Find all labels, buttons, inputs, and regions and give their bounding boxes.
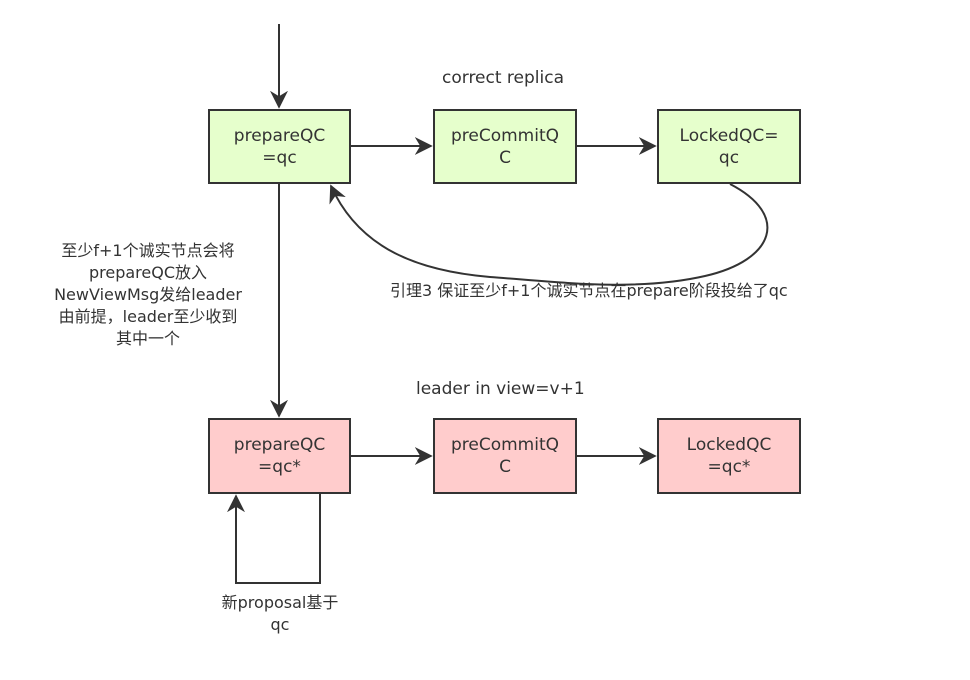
lemma-curve-arrow: [329, 183, 769, 286]
left-note: 至少f+1个诚实节点会将 prepareQC放入 NewViewMsg发给lea…: [54, 241, 242, 348]
proposal-note: 新proposal基于 qc: [221, 593, 339, 634]
locked-qc-bottom-label: LockedQC =qc*: [686, 435, 772, 477]
proposal-loop-arrow: [227, 494, 321, 584]
locked-qc-box-top: LockedQC= qc: [657, 109, 801, 184]
prepare-qc-bottom-label: prepareQC =qc*: [233, 435, 326, 477]
precommit-qc-bottom-label: preCommitQ C: [450, 435, 560, 477]
leader-view-title: leader in view=v+1: [416, 379, 585, 399]
lemma-note: 引理3 保证至少f+1个诚实节点在prepare阶段投给了qc: [390, 281, 788, 300]
prepare-qc-box-top: prepareQC =qc: [208, 109, 351, 184]
precommit-qc-box-top: preCommitQ C: [433, 109, 577, 184]
locked-qc-box-bottom: LockedQC =qc*: [657, 418, 801, 494]
locked-qc-top-label: LockedQC= qc: [679, 125, 779, 168]
precommit-qc-top-label: preCommitQ C: [450, 125, 560, 168]
prepare-qc-box-bottom: prepareQC =qc*: [208, 418, 351, 494]
prepare-qc-top-label: prepareQC =qc: [233, 125, 326, 168]
correct-replica-title: correct replica: [442, 68, 565, 88]
precommit-qc-box-bottom: preCommitQ C: [433, 418, 577, 494]
